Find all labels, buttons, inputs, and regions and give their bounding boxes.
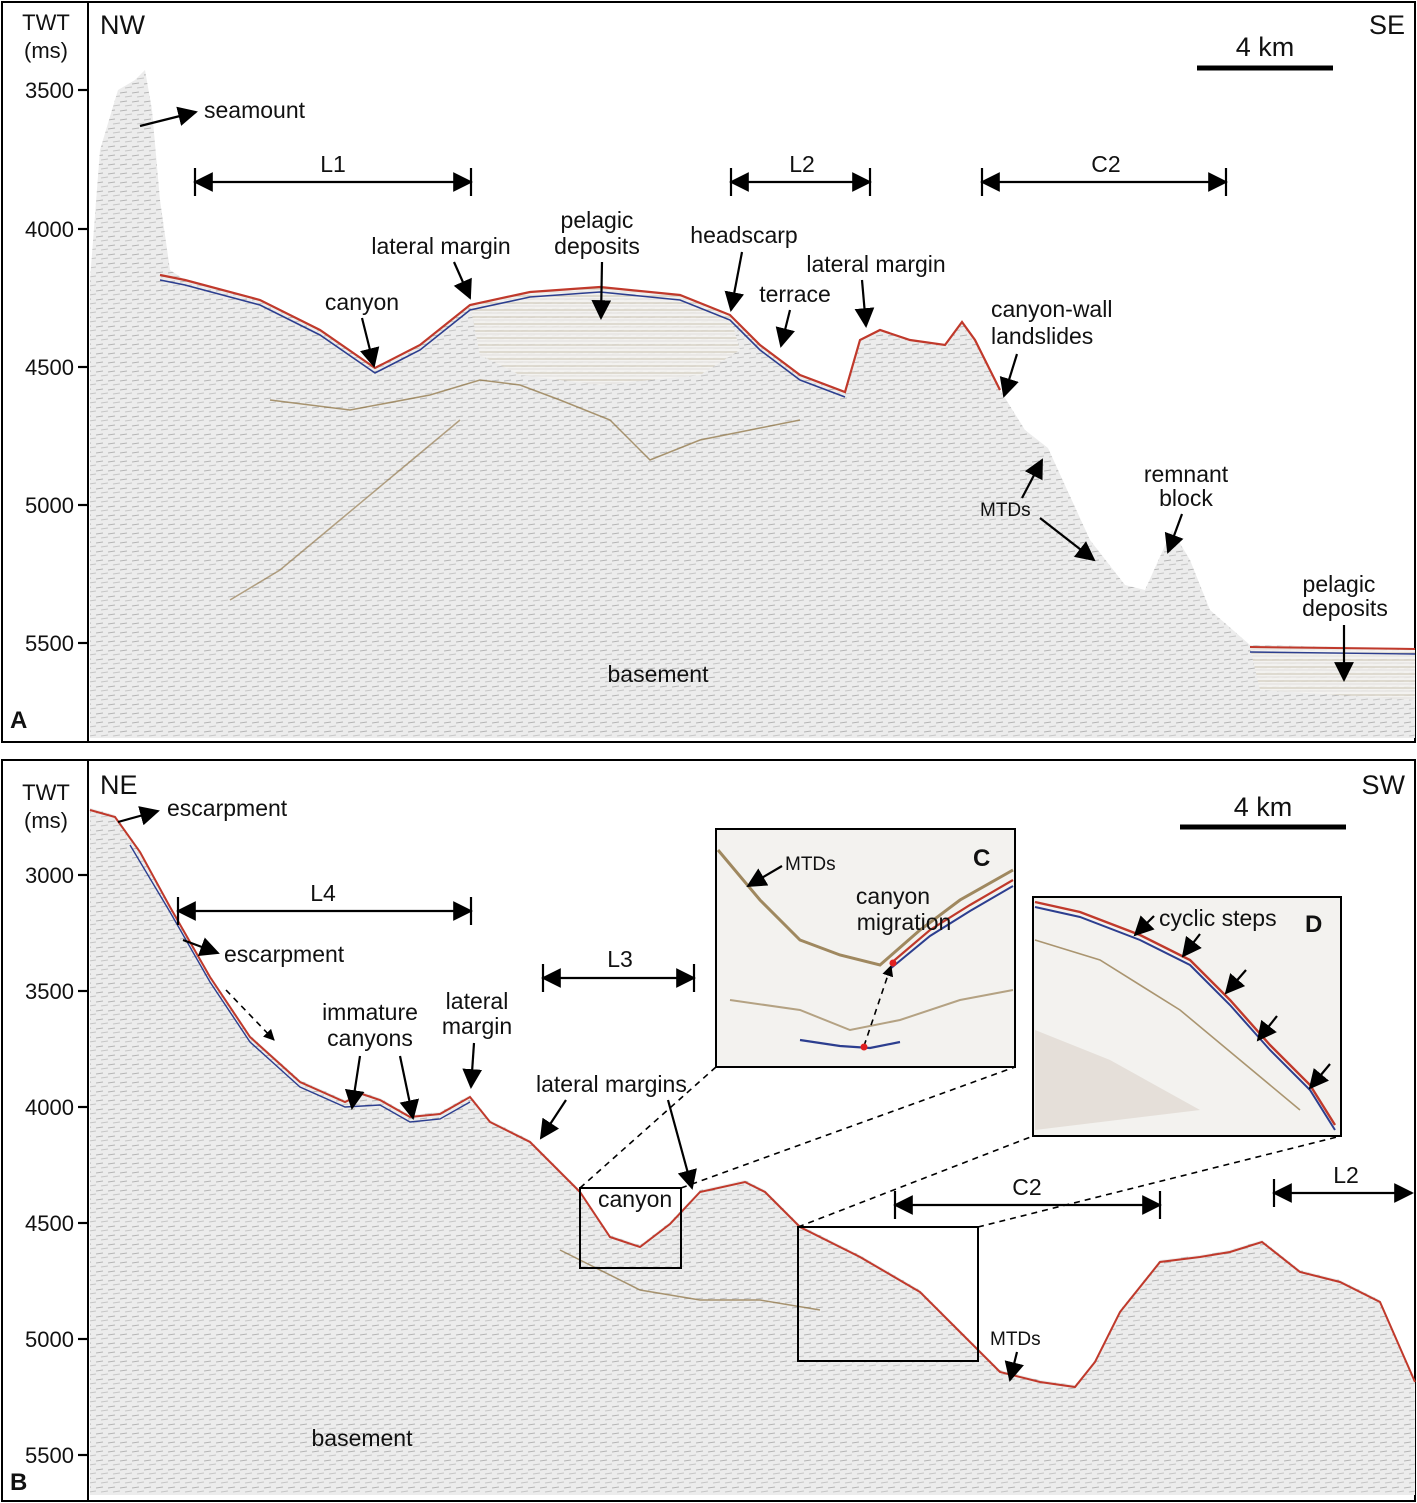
label-immature-canyons-line1: immature bbox=[322, 999, 418, 1025]
panel-a-dir-left: NW bbox=[100, 10, 145, 40]
cyclic-step-arrows bbox=[1133, 915, 1331, 1090]
panel-b-frame bbox=[1, 759, 1416, 1502]
label-terrace: terrace bbox=[759, 281, 831, 307]
label-escarpment-b1: escarpment bbox=[167, 795, 288, 821]
label-escarpment-b2: escarpment bbox=[224, 941, 345, 967]
panel-b-segment-l2-label: L2 bbox=[1333, 1162, 1359, 1188]
migration-start-dot bbox=[860, 1043, 868, 1051]
panel-a-letter: A bbox=[10, 707, 27, 734]
panel-a-segment-c2-label: C2 bbox=[1091, 151, 1120, 177]
panel-a-tick-5000: 5000 bbox=[25, 493, 74, 518]
panel-b-axis-title-2: (ms) bbox=[24, 808, 68, 833]
panel-a-seismic-section bbox=[90, 70, 1415, 738]
panel-a-segment-l2: L2 bbox=[729, 151, 872, 196]
arrow-escarpment-retreat bbox=[225, 989, 275, 1041]
panel-b-letter: B bbox=[10, 1469, 27, 1496]
panel-b-tick-4000: 4000 bbox=[25, 1095, 74, 1120]
label-pelagic-deposits-a2-line1: pelagic bbox=[1303, 571, 1376, 597]
panel-b-dir-right: SW bbox=[1362, 770, 1406, 800]
label-remnant-block-line1: remnant bbox=[1144, 461, 1229, 487]
panel-a-segment-l1: L1 bbox=[193, 151, 473, 196]
panel-a-segment-l1-label: L1 bbox=[320, 151, 346, 177]
inset-c-source-box bbox=[579, 1187, 682, 1269]
panel-a: TWT (ms) 3500 4000 4500 5000 5500 A NW S… bbox=[1, 1, 1416, 743]
inset-c-migration-line1: canyon bbox=[856, 883, 930, 909]
inset-c-frame bbox=[715, 828, 1016, 1068]
panel-b-tick-4500: 4500 bbox=[25, 1211, 74, 1236]
label-headscarp: headscarp bbox=[690, 222, 797, 248]
inset-d: D cyclic steps bbox=[1032, 896, 1342, 1137]
panel-a-tick-4000: 4000 bbox=[25, 217, 74, 242]
panel-b-axis-title-1: TWT bbox=[22, 780, 70, 805]
panel-a-pelagic-layers bbox=[470, 287, 740, 385]
panel-a-tick-5500: 5500 bbox=[25, 631, 74, 656]
panel-b-scale-label: 4 km bbox=[1234, 792, 1293, 822]
label-basement-b: basement bbox=[311, 1425, 413, 1451]
panel-b-tick-5000: 5000 bbox=[25, 1327, 74, 1352]
panel-b-seafloor-reflector bbox=[89, 809, 1416, 1389]
inset-c-mtds: MTDs bbox=[785, 854, 836, 875]
panel-a-tick-4500: 4500 bbox=[25, 355, 74, 380]
arrow-canyon-migration bbox=[863, 964, 894, 1047]
panel-b-y-ticks: 3000 3500 4000 4500 5000 5500 bbox=[25, 863, 88, 1468]
label-remnant-block-line2: block bbox=[1159, 485, 1213, 511]
label-canyon-b: canyon bbox=[598, 1186, 672, 1212]
panel-b-segment-c2-label: C2 bbox=[1012, 1174, 1041, 1200]
label-lateral-margins: lateral margins bbox=[536, 1071, 687, 1097]
panel-b-segment-l4: L4 bbox=[176, 880, 473, 925]
inset-d-source-box bbox=[797, 1226, 979, 1362]
inset-c: C MTDs canyon migration bbox=[715, 828, 1016, 1068]
panel-a-scale-bar: 4 km bbox=[1197, 32, 1333, 71]
panel-a-dir-right: SE bbox=[1369, 10, 1405, 40]
panel-a-axis-title-2: (ms) bbox=[24, 38, 68, 63]
panel-b: TWT (ms) 3000 3500 4000 4500 5000 5500 B… bbox=[1, 759, 1416, 1502]
panel-a-segment-c2: C2 bbox=[980, 151, 1228, 196]
panel-a-y-ticks: 3500 4000 4500 5000 5500 bbox=[25, 78, 88, 656]
label-pelagic-deposits-a1-line1: pelagic bbox=[561, 207, 634, 233]
panel-b-seismic-section bbox=[90, 808, 1415, 1495]
panel-b-segment-l4-label: L4 bbox=[310, 880, 336, 906]
inset-c-letter: C bbox=[973, 845, 990, 872]
panel-b-tick-3500: 3500 bbox=[25, 979, 74, 1004]
panel-b-segment-c2: C2 bbox=[893, 1174, 1162, 1219]
panel-b-tick-3000: 3000 bbox=[25, 863, 74, 888]
inset-d-cyclic-steps: cyclic steps bbox=[1159, 905, 1277, 931]
inset-d-letter: D bbox=[1305, 911, 1322, 938]
panel-a-scale-label: 4 km bbox=[1236, 32, 1295, 62]
label-mtds-a: MTDs bbox=[980, 500, 1031, 521]
migration-end-dot bbox=[889, 959, 897, 967]
label-lateral-margin-a2: lateral margin bbox=[806, 251, 945, 277]
panel-a-seafloor-reflector bbox=[159, 273, 1001, 394]
label-pelagic-deposits-a1-line2: deposits bbox=[554, 233, 640, 259]
panel-a-segment-l2-label: L2 bbox=[789, 151, 815, 177]
panel-a-tick-3500: 3500 bbox=[25, 78, 74, 103]
panel-b-tick-5500: 5500 bbox=[25, 1443, 74, 1468]
label-canyon-wall-landslides-line2: landslides bbox=[991, 323, 1093, 349]
label-canyon-a: canyon bbox=[325, 289, 399, 315]
panel-a-axis-title-1: TWT bbox=[22, 10, 70, 35]
panel-b-segment-l3: L3 bbox=[541, 946, 696, 992]
label-mtds-b: MTDs bbox=[990, 1329, 1041, 1350]
label-lateral-margin-b-line2: margin bbox=[442, 1013, 512, 1039]
panel-b-dir-left: NE bbox=[100, 770, 138, 800]
label-lateral-margin-a1: lateral margin bbox=[371, 233, 510, 259]
panel-b-scale-bar: 4 km bbox=[1180, 792, 1346, 830]
panel-b-segment-l3-label: L3 bbox=[607, 946, 633, 972]
label-pelagic-deposits-a2-line2: deposits bbox=[1302, 595, 1388, 621]
panel-b-segment-l2: L2 bbox=[1272, 1162, 1414, 1207]
label-basement-a: basement bbox=[607, 661, 709, 687]
label-immature-canyons-line2: canyons bbox=[327, 1025, 413, 1051]
label-lateral-margin-b-line1: lateral bbox=[446, 988, 509, 1014]
label-seamount: seamount bbox=[204, 97, 306, 123]
arrow-seamount bbox=[139, 106, 198, 128]
panel-a-frame bbox=[1, 1, 1416, 743]
label-canyon-wall-landslides-line1: canyon-wall bbox=[991, 296, 1112, 322]
inset-c-migration-line2: migration bbox=[857, 909, 952, 935]
